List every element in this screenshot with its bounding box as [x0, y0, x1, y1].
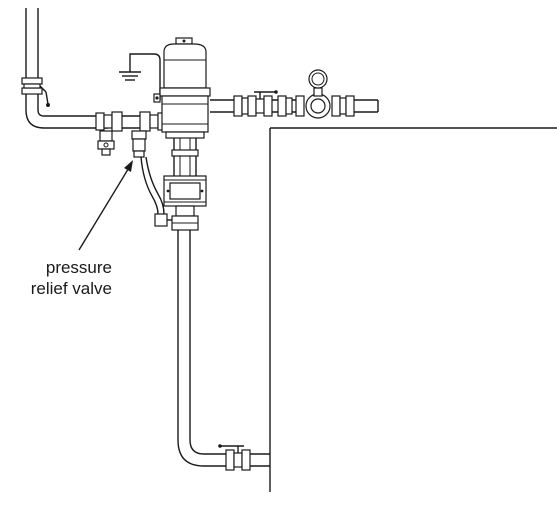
flow-meter — [295, 69, 355, 119]
bottom-ball-valve — [218, 444, 251, 471]
pump-motor — [153, 37, 211, 139]
callout-leader — [78, 160, 133, 251]
ground-symbol — [119, 53, 161, 100]
left-ball-valve — [21, 77, 50, 107]
manifold — [95, 111, 165, 156]
pressure-relief-valve-label: pressure relief valve — [0, 257, 112, 299]
tank — [269, 127, 557, 492]
label-line-2: relief valve — [30, 279, 112, 298]
relief-hose — [140, 156, 172, 227]
pump-shaft — [163, 138, 207, 231]
pressure-relief-valve — [131, 130, 147, 158]
outlet-ball-valve — [233, 90, 293, 117]
drop-pipe — [177, 230, 270, 467]
label-line-1: pressure — [45, 258, 112, 277]
supply-pipe — [25, 8, 108, 129]
